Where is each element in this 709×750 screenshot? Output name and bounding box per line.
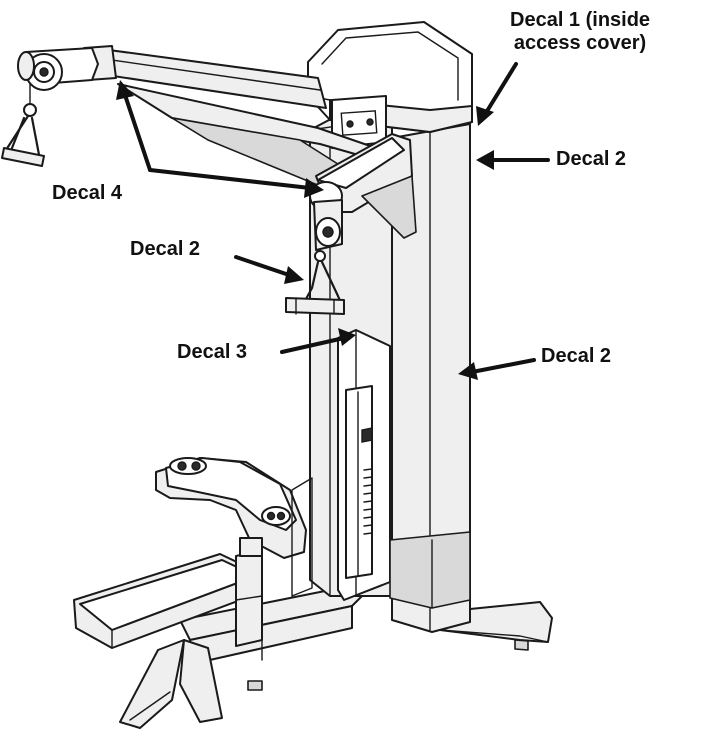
decal-4-label: Decal 4 (52, 182, 123, 204)
decal-2-lower-right-label: Decal 2 (541, 345, 612, 367)
callout-arrows (116, 62, 550, 380)
decal-1-label-line-1: Decal 1 (inside (510, 9, 651, 31)
decal-1-label-line-2: access cover) (513, 32, 647, 54)
thigh-pad (155, 457, 307, 559)
pulldown-arm (1, 45, 417, 315)
main-tower (307, 21, 473, 633)
seat (73, 549, 263, 649)
decal-2-left-label: Decal 2 (130, 238, 201, 260)
base-frame (119, 585, 553, 729)
decal-1-label: Decal 1 (inside access cover) (510, 9, 650, 55)
decal-2-upper-right-label: Decal 2 (556, 148, 627, 170)
decal-3-label: Decal 3 (177, 341, 248, 363)
